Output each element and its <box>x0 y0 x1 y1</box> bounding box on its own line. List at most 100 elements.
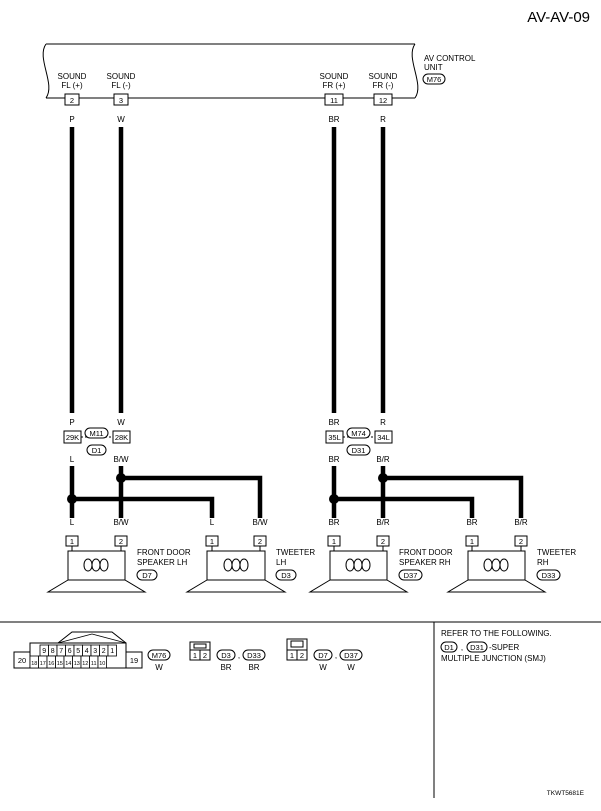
m76-pin-label-2: 2 <box>102 648 106 655</box>
junction-left: P W 29K 28K M11 D1 L B/W <box>63 418 131 464</box>
m76-pin-label-18: 18 <box>31 661 37 667</box>
speaker-tweeter-lh-connector: D3 <box>281 571 291 580</box>
wire-l-tweeter <box>72 496 215 518</box>
junction-right-color-above-2: R <box>380 418 386 427</box>
av-unit-outline <box>46 43 415 99</box>
speaker-front-rh-color-2: B/R <box>376 518 390 527</box>
m76-pin-label-17: 17 <box>40 661 46 667</box>
reference-conn1-pill <box>440 641 458 653</box>
speaker-front-rh-pin-2: 2 <box>381 537 385 546</box>
terminal-label-3b: FR (+) <box>323 81 346 90</box>
pin-fl-minus: 3 <box>119 96 123 105</box>
pin-fr-plus: 11 <box>330 96 338 105</box>
speaker-front-rh-color-1: BR <box>328 518 339 527</box>
junction-right-upper-pill <box>346 427 371 439</box>
pin-box-fr-plus <box>324 93 344 106</box>
connector-view-d3-d33: 1 2 D3 , D33 BR BR <box>189 641 266 672</box>
speaker-tweeter-rh: BR B/R 1 2 TWEETER RH D33 <box>446 518 576 593</box>
reference-line-1: REFER TO THE FOLLOWING. <box>441 629 552 638</box>
pin-box-fr-minus <box>373 93 393 106</box>
reference-suffix: -SUPER <box>489 643 519 652</box>
av-unit-left-break <box>42 43 50 99</box>
m76-lock-tab-diag-1 <box>57 633 93 644</box>
speaker-front-lh-pin-2: 2 <box>119 537 123 546</box>
reference-sep: , <box>461 643 463 652</box>
speaker-tweeter-lh-cone <box>185 579 287 593</box>
speaker-tweeter-rh-color-1: BR <box>466 518 477 527</box>
splice-bw <box>116 473 126 483</box>
m76-pin-label-8: 8 <box>51 648 55 655</box>
speaker-tweeter-rh-connector: D33 <box>542 571 556 580</box>
speaker-tweeter-rh-connector-pill <box>536 569 561 581</box>
m76-connector: M76 <box>152 651 167 660</box>
m76-pin-label-6: 6 <box>68 648 72 655</box>
d37-color: W <box>347 663 355 672</box>
speaker-tweeter-rh-cone <box>446 579 547 593</box>
speaker-tweeter-rh-color-2: B/R <box>514 518 528 527</box>
terminal-label-4b: FR (-) <box>373 81 394 90</box>
wire-color-fl-plus: P <box>69 115 74 124</box>
junction-right-color-below-2: B/R <box>376 455 390 464</box>
wire-color-fl-minus: W <box>117 115 125 124</box>
m76-lock-tab-diag-2 <box>91 633 127 644</box>
connector-view-d7-d37: 1 2 D7 , D37 W W <box>286 638 363 672</box>
speaker-tweeter-lh-pin-1: 1 <box>210 537 214 546</box>
reference-conn2: D31 <box>470 643 484 652</box>
wire-color-fr-plus: BR <box>328 115 339 124</box>
av-unit-name-1: AV CONTROL <box>424 54 476 63</box>
speaker-wires <box>67 466 524 518</box>
d3-color: BR <box>220 663 231 672</box>
terminal-label-2b: FL (-) <box>111 81 131 90</box>
speaker-tweeter-lh-connector-pill <box>275 569 297 581</box>
junction-left-pin-1: 29K <box>66 433 79 442</box>
junction-right-pin-1: 35L <box>328 433 341 442</box>
junction-left-color-above-1: P <box>69 418 74 427</box>
junction-left-color-below-1: L <box>70 455 75 464</box>
junction-left-pin-2: 28K <box>115 433 128 442</box>
d3-pill <box>216 649 236 661</box>
terminal-label-1a: SOUND <box>58 72 87 81</box>
m76-pin-label-14: 14 <box>65 661 71 667</box>
terminal-label-3a: SOUND <box>320 72 349 81</box>
speaker-front-rh-pin-1: 1 <box>332 537 336 546</box>
m76-pin-label-12: 12 <box>82 661 88 667</box>
junction-right-pin-box-2 <box>374 430 393 444</box>
junction-left-color-below-2: B/W <box>113 455 129 464</box>
junction-left-upper-connector: M11 <box>89 429 103 438</box>
junction-left-pin-box-2 <box>112 430 131 444</box>
splice-br-r <box>378 473 388 483</box>
coil-icon <box>83 558 109 572</box>
d3-d33-lock <box>193 643 207 649</box>
m76-pin-label-7: 7 <box>59 648 63 655</box>
wire-color-fr-minus: R <box>380 115 386 124</box>
av-unit-connector: M76 <box>427 75 442 84</box>
junction-right-pin-2: 34L <box>377 433 390 442</box>
speaker-front-lh-color-1: L <box>70 518 75 527</box>
m76-left-pin: 20 <box>18 656 26 665</box>
speaker-tweeter-lh-color-1: L <box>210 518 215 527</box>
speaker-tweeter-lh-name-1: TWEETER <box>276 548 315 557</box>
junction-right-lower-connector: D31 <box>352 446 366 455</box>
speaker-front-rh-cone <box>308 579 409 593</box>
terminal-label-4a: SOUND <box>369 72 398 81</box>
speaker-tweeter-rh-pin-2: 2 <box>519 537 523 546</box>
junction-right: BR R 35L 34L M74 D31 BR B/R <box>325 418 393 464</box>
splice-l <box>67 494 77 504</box>
reference-conn2-pill <box>466 641 488 653</box>
d7-connector: D7 <box>318 651 328 660</box>
coil-icon <box>223 558 249 572</box>
speaker-front-rh-name-2: SPEAKER RH <box>399 558 451 567</box>
m76-pin-label-9: 9 <box>42 648 46 655</box>
speaker-front-rh-connector: D37 <box>404 571 418 580</box>
d37-connector: D37 <box>344 651 358 660</box>
d7-d37-pin-2: 2 <box>300 651 304 660</box>
coil-icon <box>483 558 509 572</box>
speaker-front-rh-name-1: FRONT DOOR <box>399 548 453 557</box>
junction-right-color-above-1: BR <box>328 418 339 427</box>
d7-d37-lock <box>290 640 304 648</box>
speaker-front-lh-color-2: B/W <box>113 518 129 527</box>
junction-right-lower-pill <box>346 444 371 456</box>
wire-bw-tweeter <box>121 475 263 518</box>
